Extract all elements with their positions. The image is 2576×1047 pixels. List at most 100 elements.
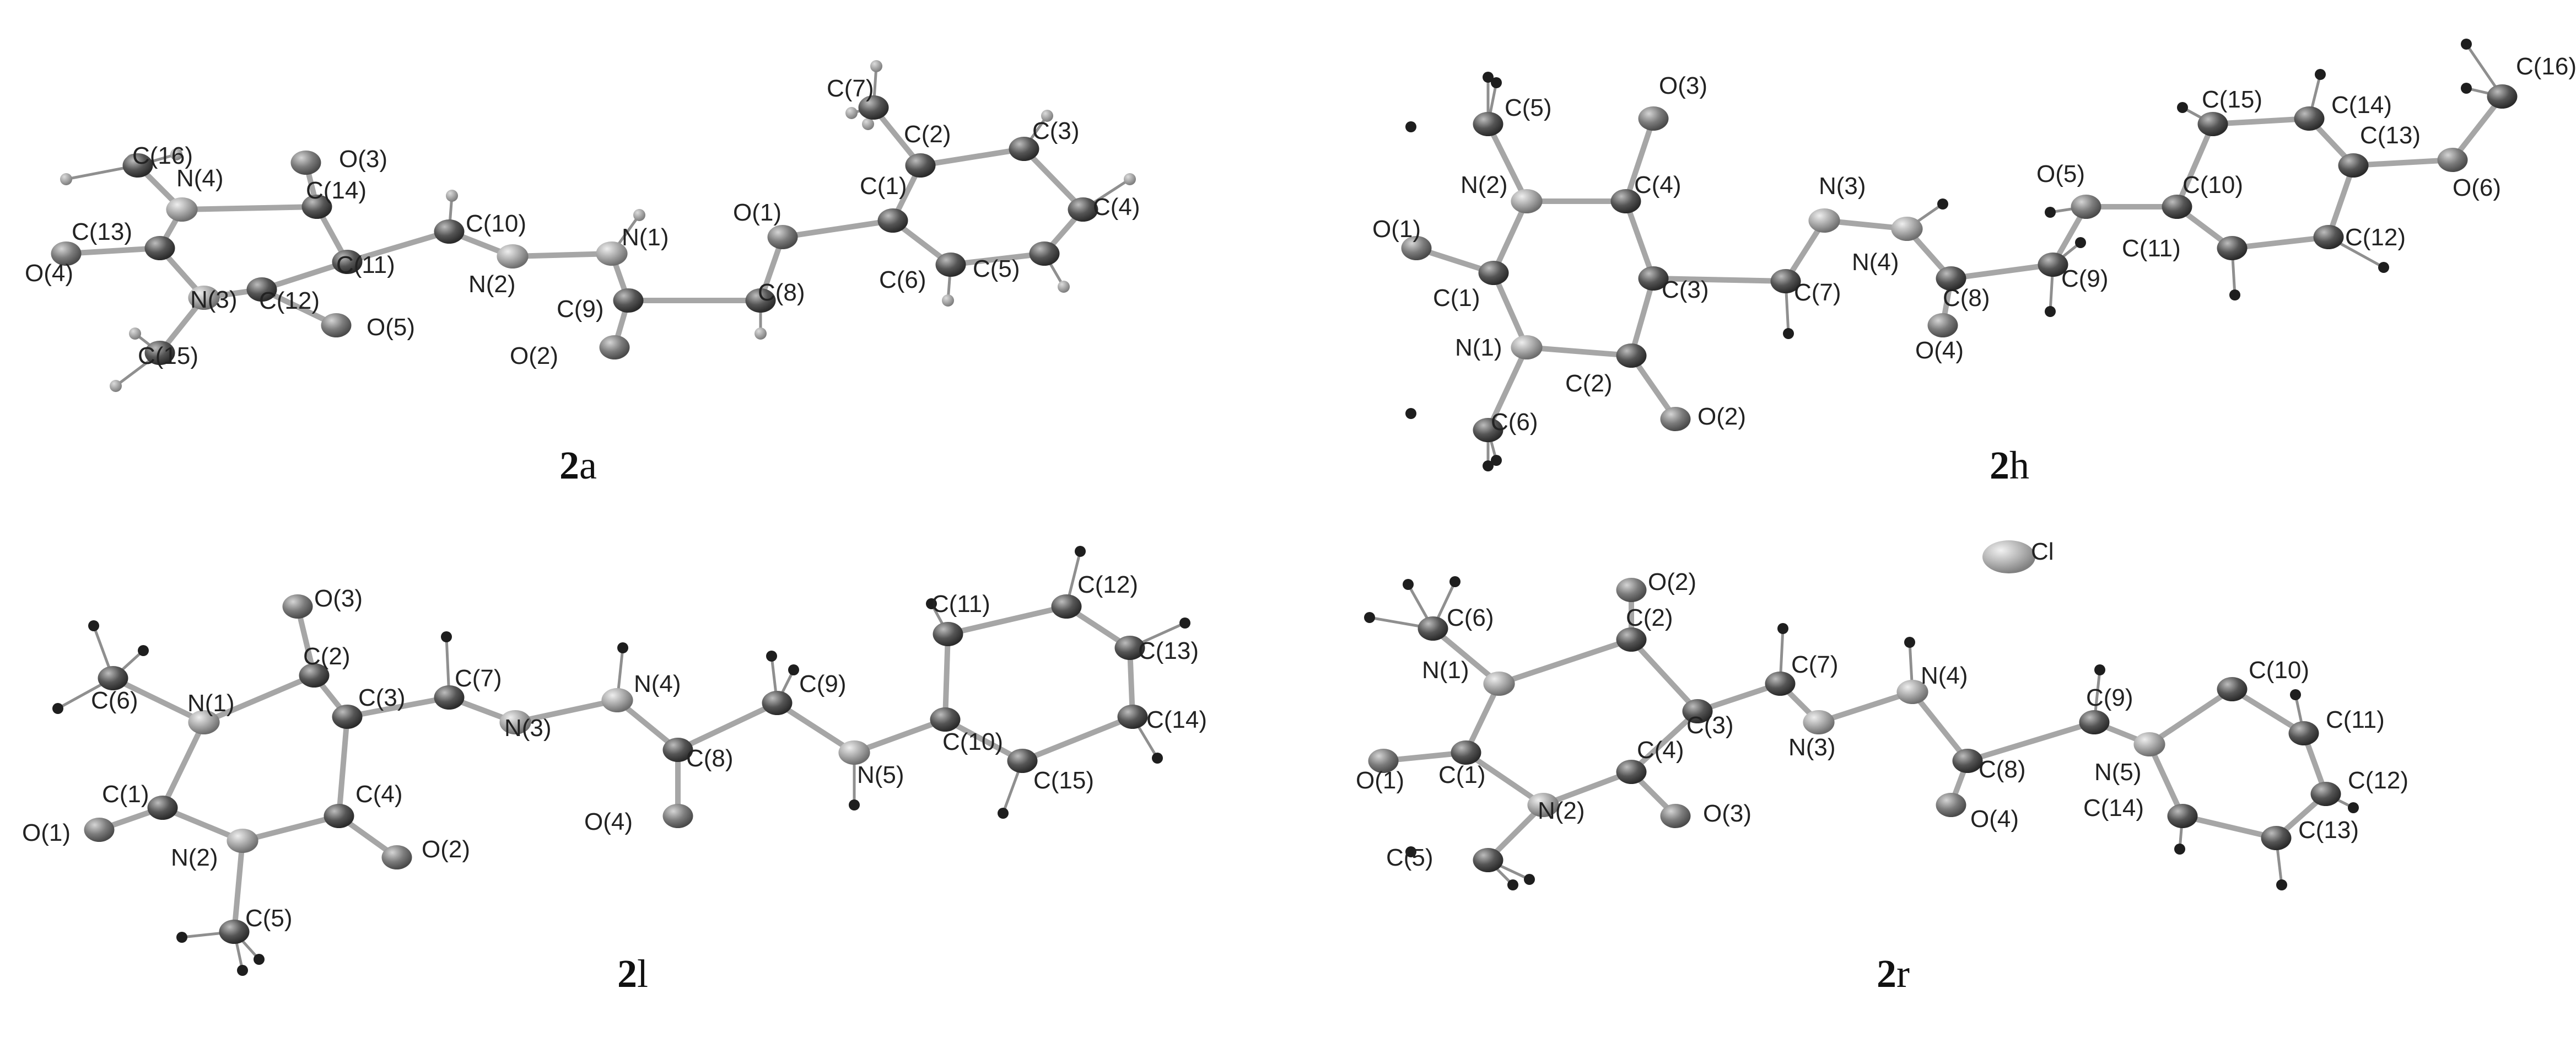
- panel-2h: C(5)O(3)N(2)C(4)N(3)O(1)C(1)C(3)C(7)N(4)…: [1372, 39, 2576, 471]
- hydrogen-atom: [88, 620, 99, 631]
- atom-label: C(7): [1794, 279, 1841, 306]
- atom-label: C(2): [1565, 370, 1613, 397]
- atom-label: N(4): [1921, 662, 1968, 689]
- atom-o4: [662, 804, 693, 828]
- atoms: O(3)C(2)N(1)C(6)C(1)O(1)N(2)C(5)C(4)O(2)…: [22, 571, 1207, 944]
- atom-label: C(5): [245, 905, 293, 932]
- atom-label: N(5): [857, 761, 904, 788]
- hydrogen-atom: [1777, 623, 1788, 634]
- atom-label: C(6): [1447, 604, 1494, 631]
- atom-label: C(16): [2516, 53, 2576, 80]
- atom-c9: [2079, 710, 2110, 734]
- atom-c12: [2310, 782, 2341, 806]
- atom-c10: [2217, 677, 2248, 701]
- bond: [63, 245, 163, 256]
- hydrogen-atom: [1904, 637, 1915, 648]
- atom-c13: [2338, 153, 2369, 178]
- hydrogen-atom: [446, 190, 458, 202]
- atom-label: C(13): [72, 218, 132, 245]
- hydrogen-atom: [1075, 546, 1086, 557]
- atom-c5: [1029, 241, 1060, 266]
- hydrogen-atom: [942, 294, 954, 307]
- atom-label: C(10): [942, 728, 1003, 755]
- atom-c5: [219, 920, 250, 944]
- atom-c16: [122, 153, 153, 178]
- hydrogen-atom: [870, 60, 882, 72]
- hydrogen-atom: [176, 932, 187, 943]
- atom-label: C(7): [1791, 651, 1839, 678]
- atom-c12: [2313, 225, 2344, 249]
- hydrogen-atom: [633, 209, 645, 221]
- bond: [1485, 345, 1529, 433]
- hydrogen-atom: [1152, 753, 1163, 764]
- bond: [1651, 276, 1788, 284]
- bond: [1623, 116, 1656, 204]
- atom-c8: [1936, 266, 1966, 291]
- atom-c13: [144, 236, 175, 260]
- atom-o1: [1368, 749, 1399, 773]
- atom-label: C(11): [2326, 706, 2385, 733]
- atom-c16: [2487, 84, 2518, 109]
- hydrogen-atom: [2348, 802, 2359, 813]
- atom-label: N(4): [176, 165, 224, 192]
- atom-c3: [1682, 699, 1713, 723]
- atom-label: C(15): [1033, 767, 1094, 794]
- panel-label-2h: 2h: [1990, 443, 2029, 487]
- atom-c7: [858, 95, 889, 120]
- atom-c4: [1610, 189, 1641, 213]
- atom-label: O(1): [22, 819, 71, 846]
- hydrogen-atom: [52, 703, 63, 714]
- bond: [1910, 689, 1970, 764]
- hydrogen-atom: [1449, 576, 1461, 587]
- atom-c1: [1478, 261, 1509, 285]
- hydrogen-atom: [2094, 664, 2105, 675]
- atom-c4: [1068, 197, 1098, 222]
- atom-o4: [51, 241, 82, 266]
- panel-2r: ClO(2)C(6)N(1)C(2)C(3)C(7)N(3)N(4)C(8)O(…: [1356, 538, 2408, 890]
- hydrogens: [1405, 39, 2472, 471]
- atom-c9: [613, 288, 644, 313]
- atom-o2: [599, 335, 630, 359]
- atom-label: O(3): [1703, 800, 1752, 827]
- atom-o3: [282, 594, 313, 619]
- hydrogens: [1364, 576, 2359, 890]
- atom-c4: [324, 804, 354, 828]
- bond: [179, 204, 320, 212]
- atom-c14: [301, 195, 332, 219]
- atom-label: C(8): [686, 745, 734, 772]
- atom-label: C(2): [904, 121, 951, 148]
- atom-c10: [2162, 195, 2192, 219]
- hydrogen-atom: [1524, 874, 1535, 885]
- atom-o2: [1616, 578, 1647, 602]
- atom-c7: [434, 685, 465, 710]
- atom-label: C(1): [860, 173, 907, 200]
- atom-o3: [1638, 106, 1669, 131]
- atom-label: N(2): [171, 844, 218, 871]
- hydrogen-atom: [1507, 879, 1518, 890]
- atom-n2: [1511, 189, 1543, 213]
- atoms: ClO(2)C(6)N(1)C(2)C(3)C(7)N(3)N(4)C(8)O(…: [1356, 538, 2408, 872]
- bond: [774, 700, 857, 755]
- hydrogen-atom: [2177, 102, 2188, 113]
- atom-label: C(13): [2360, 122, 2421, 149]
- atom-label: O(1): [1372, 216, 1421, 243]
- bond: [1629, 708, 1700, 775]
- atom-c15: [1007, 749, 1038, 773]
- atom-n5: [838, 740, 870, 765]
- atom-label: O(1): [733, 199, 782, 226]
- bond: [336, 714, 350, 819]
- atom-label: C(10): [2249, 657, 2309, 684]
- hydrogen-atom: [2276, 879, 2287, 890]
- atom-c1: [147, 796, 178, 820]
- panel-2a: C(7)C(2)C(3)C(4)C(5)C(6)C(1)O(1)C(8)C(9)…: [25, 60, 1140, 392]
- hydrogen-atom: [2045, 306, 2056, 317]
- hydrogens: [60, 60, 1136, 392]
- atom-label: N(3): [1788, 734, 1836, 761]
- bond: [1948, 262, 2056, 281]
- atom-label: C(15): [138, 342, 198, 369]
- atom-n3: [188, 286, 220, 310]
- atom-label: C(12): [1077, 571, 1138, 598]
- bond: [2147, 686, 2235, 747]
- atom-label: N(2): [1461, 171, 1508, 198]
- atom-label: C(4): [1634, 171, 1682, 198]
